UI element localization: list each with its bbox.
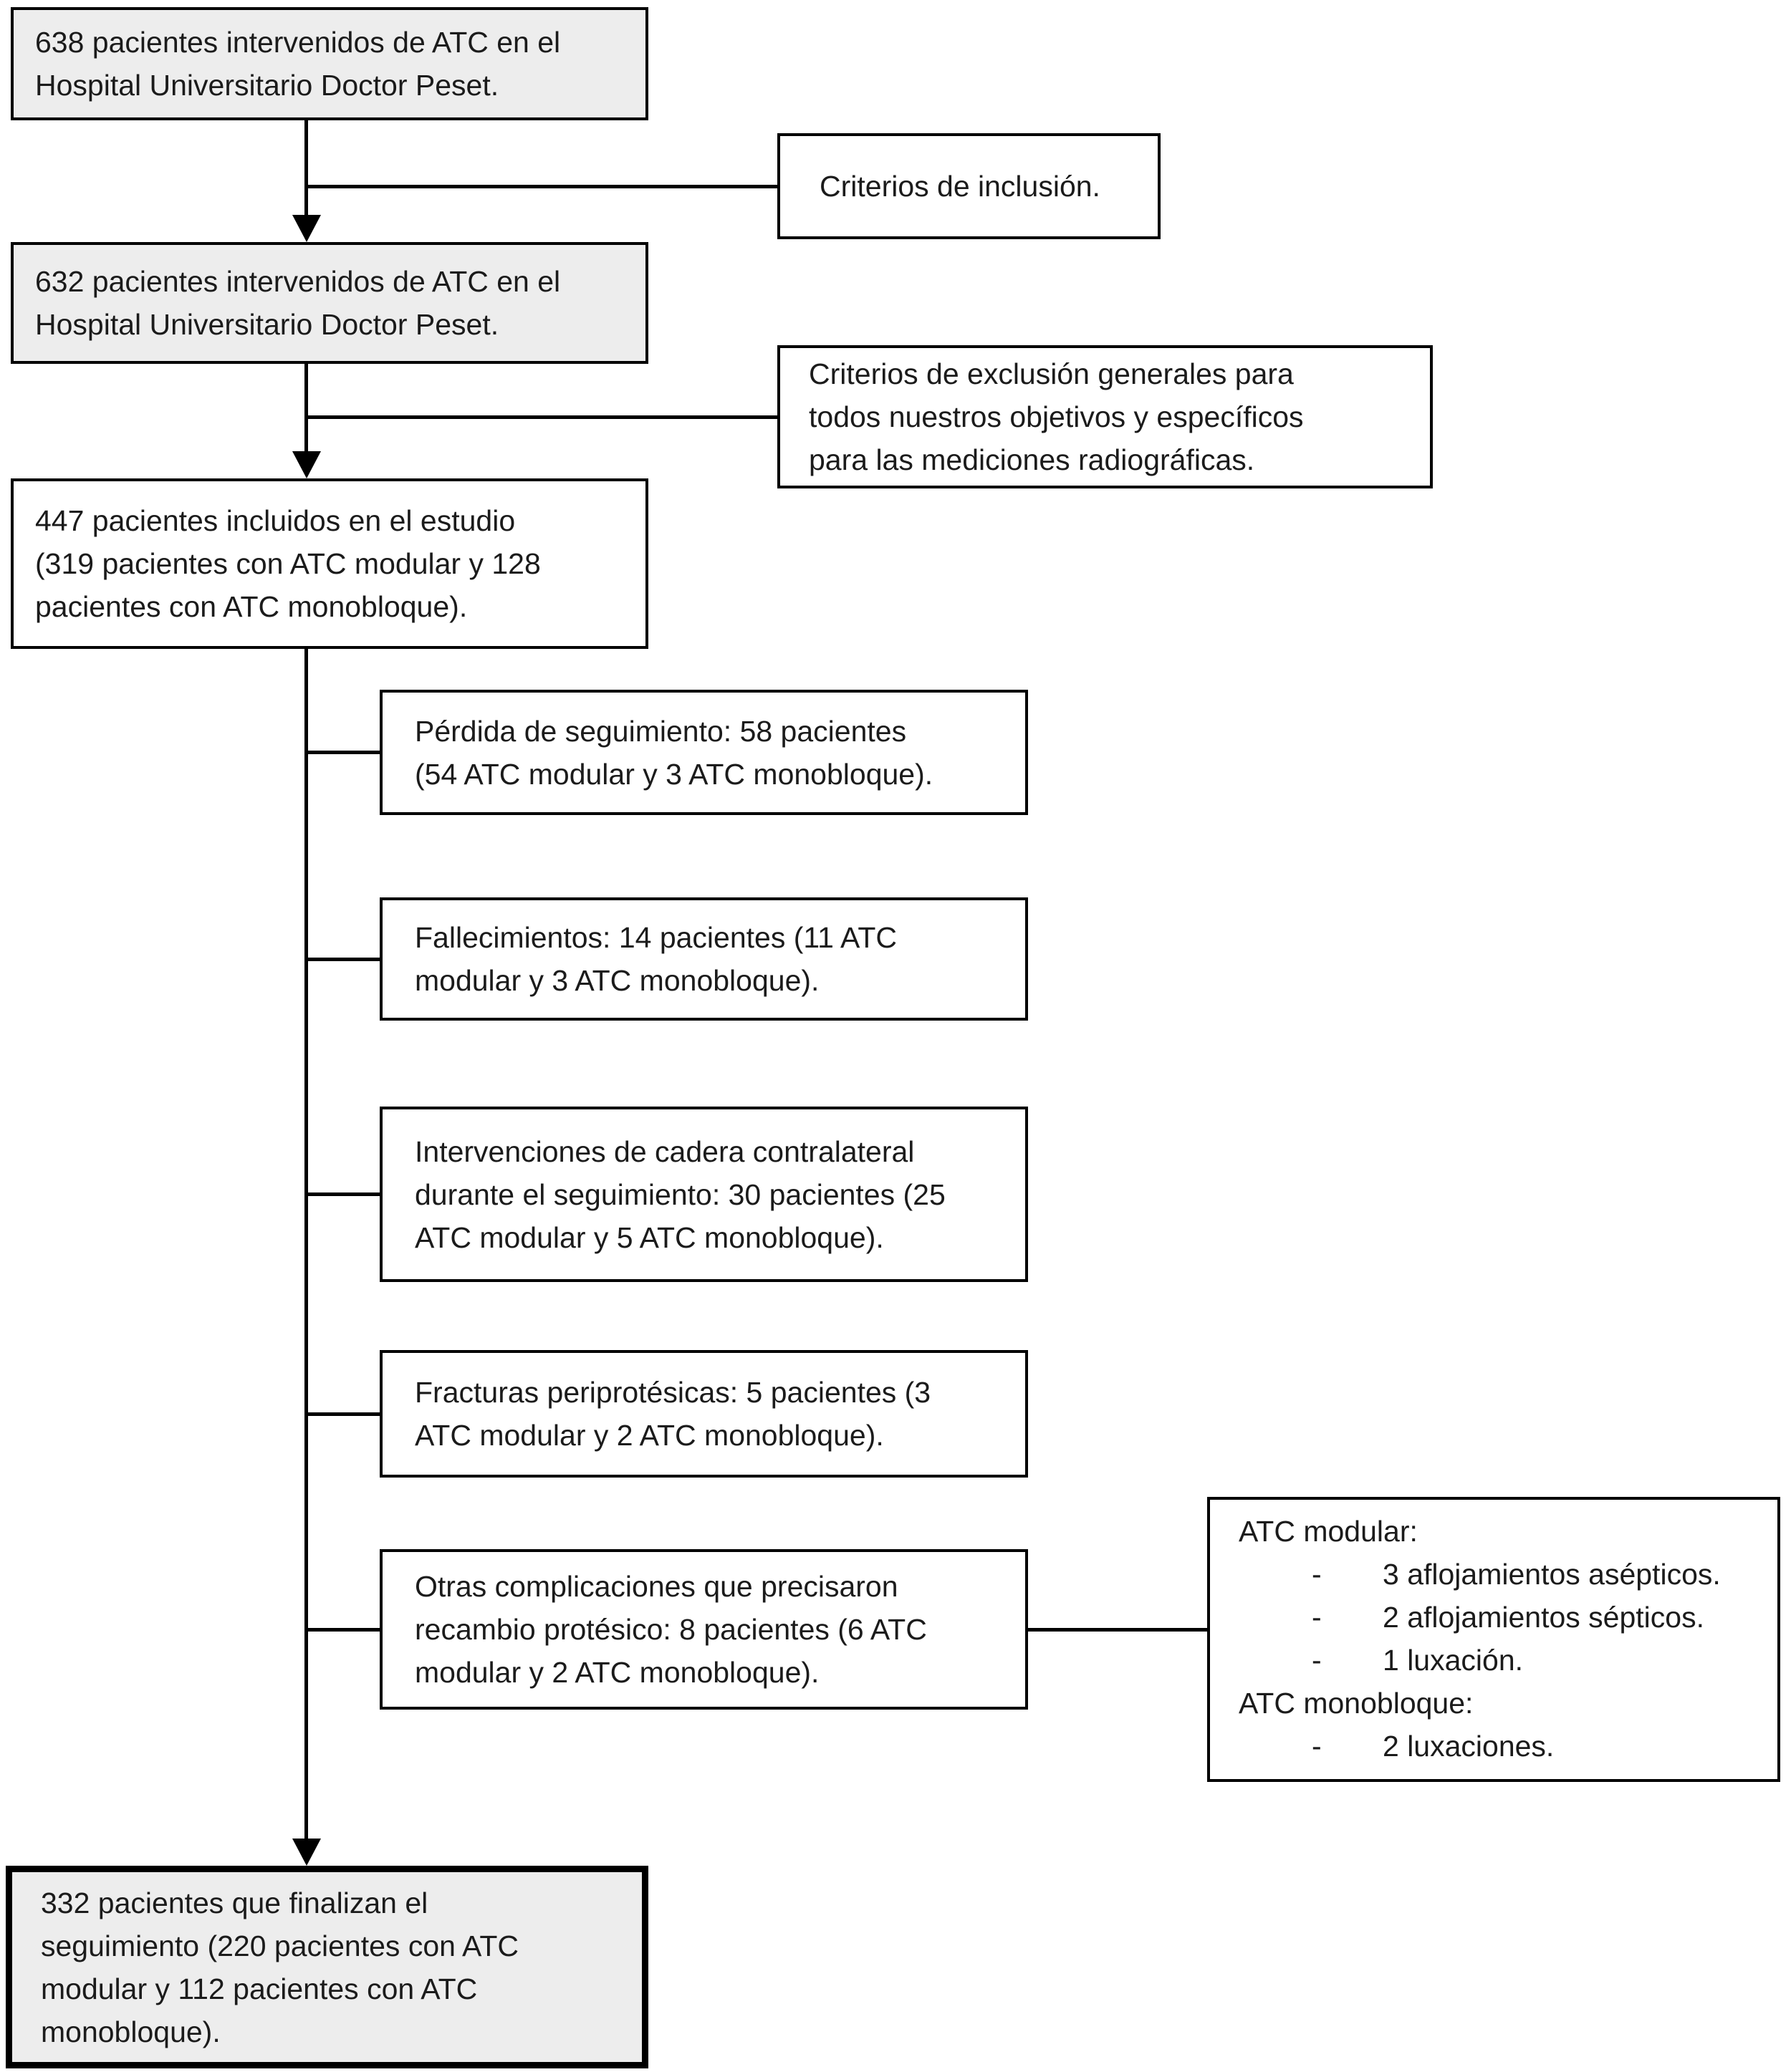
node-inclusion-criteria: Criterios de inclusión.	[777, 133, 1161, 239]
connector-447-to-332	[304, 640, 308, 1843]
branch-fractures	[304, 1412, 380, 1416]
node-after-inclusion-632: 632 pacientes intervenidos de ATC en el …	[11, 242, 648, 364]
detail-item-text: 2 luxaciones.	[1383, 1730, 1555, 1763]
bullet-dash: -	[1312, 1601, 1322, 1634]
branch-inclusion-criteria	[304, 185, 777, 188]
node-complication-detail: ATC modular: - 3 aflojamientos asépticos.…	[1207, 1497, 1780, 1782]
node-lost-followup: Pérdida de seguimiento: 58 pacientes (54…	[380, 690, 1028, 815]
node-exclusion-criteria: Criterios de exclusión generales para to…	[777, 345, 1433, 488]
node-periprosthetic-fractures: Fracturas periprotésicas: 5 pacientes (3…	[380, 1350, 1028, 1478]
branch-lost-followup	[304, 751, 380, 754]
connector-632-to-447	[304, 364, 308, 454]
node-other-complications: Otras complicaciones que precisaron reca…	[380, 1549, 1028, 1710]
detail-item-septic: - 2 aflojamientos sépticos.	[1239, 1596, 1770, 1639]
arrowhead-to-332-icon	[292, 1839, 321, 1866]
node-contralateral-interventions: Intervenciones de cadera contralateral d…	[380, 1107, 1028, 1282]
detail-monobloque-header: ATC monobloque:	[1239, 1687, 1474, 1720]
arrowhead-to-447-icon	[292, 451, 321, 478]
detail-item-luxation: - 1 luxación.	[1239, 1639, 1770, 1682]
bullet-dash: -	[1312, 1558, 1322, 1591]
connector-638-to-632	[304, 120, 308, 219]
detail-item-text: 2 aflojamientos sépticos.	[1383, 1601, 1704, 1634]
detail-item-aseptic: - 3 aflojamientos asépticos.	[1239, 1553, 1770, 1596]
branch-contralateral	[304, 1192, 380, 1196]
bullet-dash: -	[1312, 1730, 1322, 1763]
detail-item-luxations: - 2 luxaciones.	[1239, 1725, 1770, 1768]
branch-complication-detail	[1028, 1628, 1207, 1632]
detail-item-text: 1 luxación.	[1383, 1644, 1524, 1677]
node-included-447: 447 pacientes incluidos en el estudio (3…	[11, 478, 648, 649]
bullet-dash: -	[1312, 1644, 1322, 1677]
arrowhead-to-632-icon	[292, 215, 321, 242]
branch-other-complications	[304, 1628, 380, 1632]
detail-modular-header: ATC modular:	[1239, 1515, 1418, 1548]
node-deaths: Fallecimientos: 14 pacientes (11 ATC mod…	[380, 897, 1028, 1021]
node-final-332: 332 pacientes que finalizan el seguimien…	[6, 1866, 648, 2068]
branch-exclusion-criteria	[304, 415, 777, 419]
branch-deaths	[304, 958, 380, 961]
detail-item-text: 3 aflojamientos asépticos.	[1383, 1558, 1721, 1591]
node-enrolled-638: 638 pacientes intervenidos de ATC en el …	[11, 7, 648, 120]
